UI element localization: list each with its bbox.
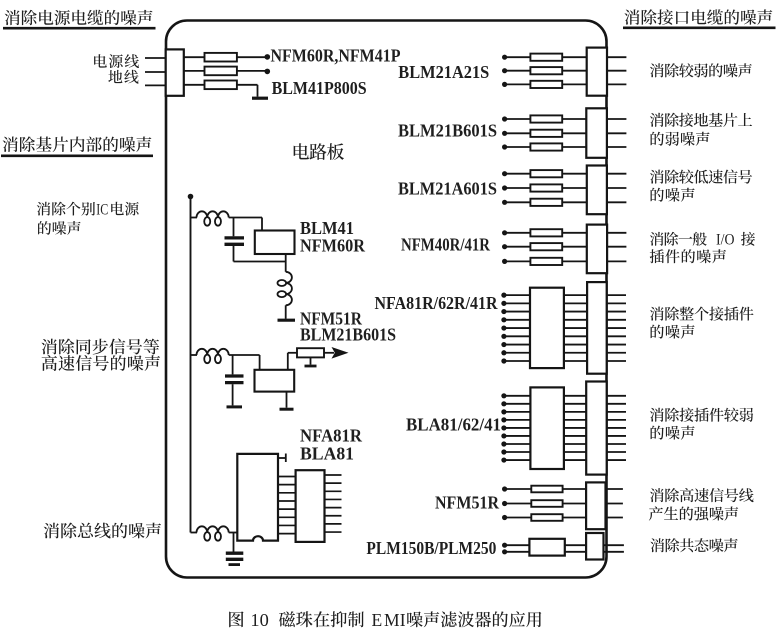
svg-text:BLM21A21S: BLM21A21S	[398, 62, 489, 82]
svg-text:BLM21B601S: BLM21B601S	[300, 325, 396, 345]
svg-text:NFM60R,NFM41P: NFM60R,NFM41P	[271, 46, 401, 66]
svg-text:BLM21B601S: BLM21B601S	[398, 121, 497, 141]
svg-text:PLM150B/PLM250: PLM150B/PLM250	[366, 538, 496, 558]
svg-text:I/O: I/O	[716, 232, 735, 249]
svg-text:NFM40R/41R: NFM40R/41R	[401, 235, 491, 255]
svg-text:BLM21A601S: BLM21A601S	[398, 179, 497, 199]
svg-text:BLA81: BLA81	[300, 444, 354, 464]
svg-text:E: E	[372, 610, 383, 630]
svg-text:BLM41: BLM41	[300, 218, 354, 238]
svg-text:NFM51R: NFM51R	[300, 309, 363, 329]
svg-text:M: M	[384, 610, 400, 630]
svg-text:BLM41P800S: BLM41P800S	[272, 78, 367, 98]
svg-text:NFM51R: NFM51R	[435, 493, 500, 513]
svg-text:NFA81R: NFA81R	[300, 426, 363, 446]
svg-text:NFA81R/62R/41R: NFA81R/62R/41R	[375, 293, 499, 313]
svg-text:10: 10	[250, 610, 269, 630]
svg-text:IC: IC	[96, 201, 108, 218]
svg-text:NFM60R: NFM60R	[300, 236, 366, 256]
svg-text:BLA81/62/41: BLA81/62/41	[406, 415, 501, 435]
svg-text:I: I	[400, 610, 406, 630]
